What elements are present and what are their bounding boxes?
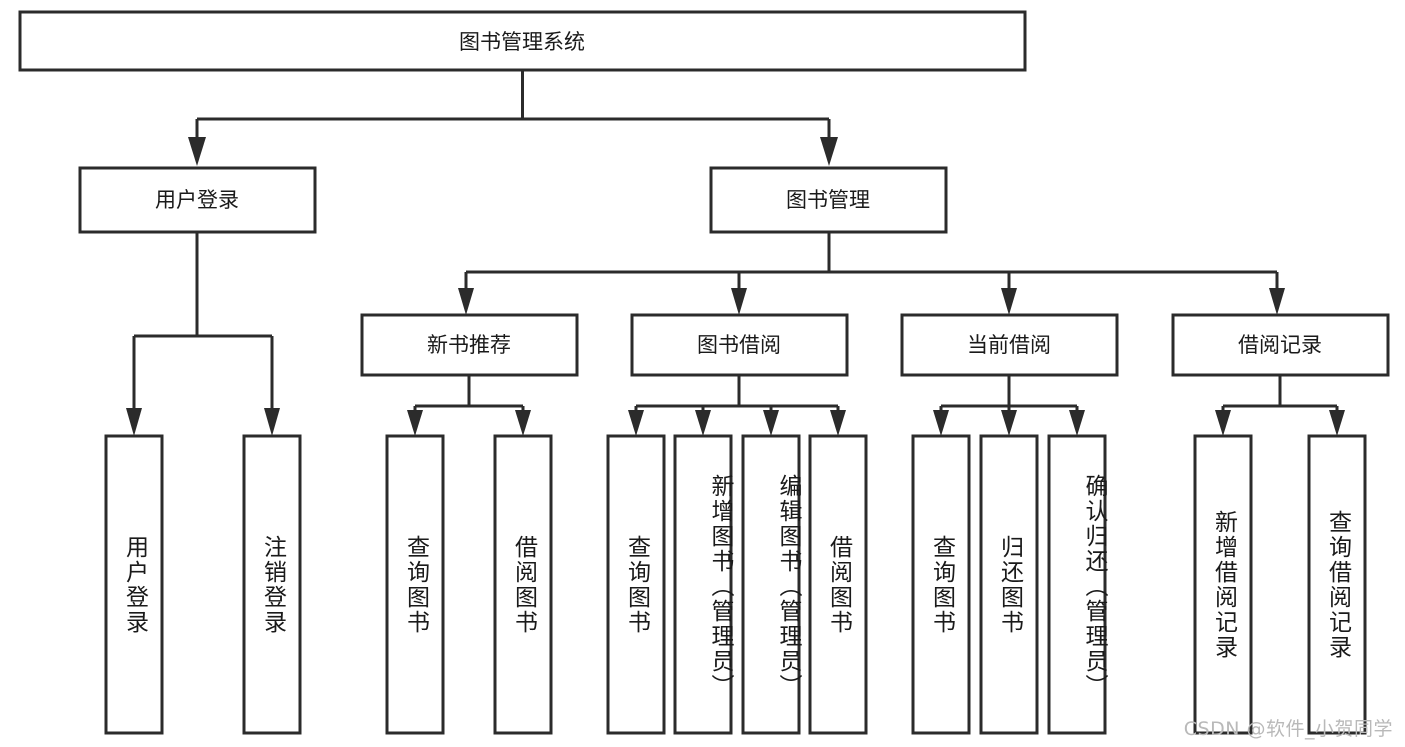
- edges-layer: [126, 70, 1345, 436]
- leaf-box-confirm-return[interactable]: [1047, 434, 1107, 735]
- arrow-head-leaf-add-book: [695, 410, 711, 436]
- node-book-borrow-label: 图书借阅: [697, 333, 781, 357]
- leaf-box-logout-login[interactable]: [242, 434, 302, 735]
- arrow-head-leaf-query-book-1: [407, 410, 423, 436]
- leaf-box-edit-book[interactable]: [741, 434, 801, 735]
- node-borrow-record-label: 借阅记录: [1238, 333, 1322, 357]
- node-current-borrow[interactable]: 当前借阅: [900, 313, 1119, 377]
- arrow-head-leaf-edit-book: [763, 410, 779, 436]
- node-borrow-record[interactable]: 借阅记录: [1171, 313, 1390, 377]
- node-user-login[interactable]: 用户登录: [78, 166, 317, 234]
- csdn-watermark: CSDN @软件_小贺同学: [1183, 718, 1393, 740]
- leaf-box-borrow-book-2[interactable]: [808, 434, 868, 735]
- node-new-book-recommend-box[interactable]: [360, 313, 579, 377]
- node-book-management-system[interactable]: 图书管理系统: [18, 10, 1027, 72]
- node-book-management-system-label: 图书管理系统: [459, 30, 585, 54]
- arrow-head-leaf-query-book-3: [933, 410, 949, 436]
- leaf-box-return-book[interactable]: [979, 434, 1039, 735]
- arrow-head-book-borrow: [731, 288, 747, 315]
- leaf-box-borrow-book-1[interactable]: [493, 434, 553, 735]
- leaf-box-user-login[interactable]: [104, 434, 164, 735]
- leaf-box-query-book-3[interactable]: [911, 434, 971, 735]
- arrow-head-current-borrow: [1001, 288, 1017, 315]
- arrow-head-leaf-user-login: [126, 408, 142, 436]
- arrow-head-leaf-borrow-book-2: [830, 410, 846, 436]
- arrow-head-user-login: [188, 137, 206, 166]
- node-new-book-recommend[interactable]: 新书推荐: [360, 313, 579, 377]
- leaf-box-query-book-1[interactable]: [385, 434, 445, 735]
- arrow-head-book-management: [820, 137, 838, 166]
- leaf-box-add-borrow-record[interactable]: [1193, 434, 1253, 735]
- arrow-head-leaf-query-borrow-record: [1329, 410, 1345, 436]
- arrow-head-borrow-record: [1269, 288, 1285, 315]
- node-book-management-system-box[interactable]: [18, 10, 1027, 72]
- node-book-management[interactable]: 图书管理: [709, 166, 948, 234]
- arrow-head-leaf-add-borrow-record: [1215, 410, 1231, 436]
- arrow-head-leaf-borrow-book-1: [515, 410, 531, 436]
- arrow-head-leaf-query-book-2: [628, 410, 644, 436]
- node-book-management-box[interactable]: [709, 166, 948, 234]
- node-book-management-label: 图书管理: [786, 188, 870, 212]
- node-user-login-box[interactable]: [78, 166, 317, 234]
- nodes-layer: 图书管理系统 用户登录 图书管理 新书推荐 图书借阅 当前: [18, 10, 1390, 735]
- arrow-head-leaf-logout-login: [264, 408, 280, 436]
- arrow-head-leaf-return-book: [1001, 410, 1017, 436]
- arrow-head-leaf-confirm-return: [1069, 410, 1085, 436]
- arrow-head-new-book-recommend: [458, 288, 474, 315]
- node-current-borrow-box[interactable]: [900, 313, 1119, 377]
- node-new-book-recommend-label: 新书推荐: [427, 333, 511, 357]
- node-user-login-label: 用户登录: [155, 188, 239, 212]
- node-borrow-record-box[interactable]: [1171, 313, 1390, 377]
- node-book-borrow[interactable]: 图书借阅: [630, 313, 849, 377]
- leaf-box-query-borrow-record[interactable]: [1307, 434, 1367, 735]
- leaf-box-query-book-2[interactable]: [606, 434, 666, 735]
- leaf-box-add-book[interactable]: [673, 434, 733, 735]
- node-current-borrow-label: 当前借阅: [967, 333, 1051, 357]
- node-book-borrow-box[interactable]: [630, 313, 849, 377]
